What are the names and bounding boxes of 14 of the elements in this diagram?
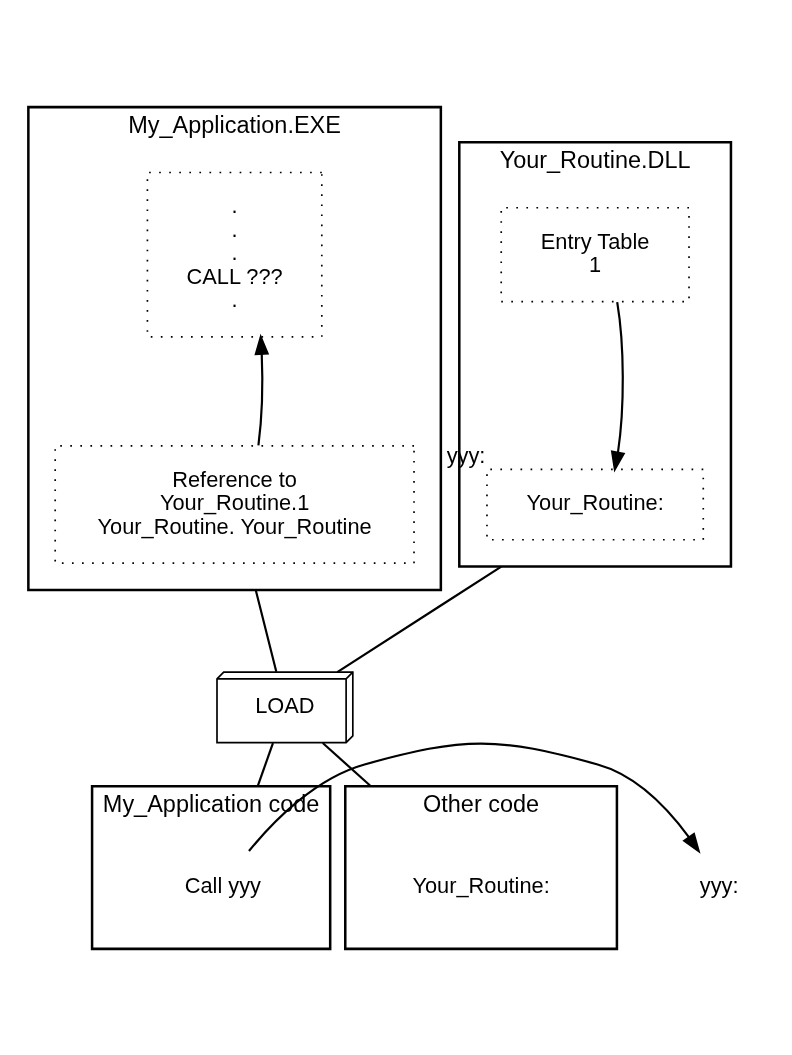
arrow — [248, 742, 701, 854]
arrow — [610, 301, 626, 472]
node-text: yyy: — [699, 872, 739, 898]
node-box: Reference to Your_Routine.1 Your_Routine. Your_Routine — [54, 444, 415, 564]
node-box: . . . CALL ??? . — [146, 171, 323, 338]
arrow — [254, 333, 270, 445]
connector — [336, 565, 502, 673]
connector — [322, 741, 372, 787]
connector — [254, 589, 278, 672]
connector — [256, 742, 274, 787]
node-text: Your_Routine: — [412, 872, 550, 898]
node-box: Your_Routine: — [486, 467, 705, 541]
node-box: Entry Table 1 — [500, 206, 690, 302]
node-text: Call yyy — [184, 872, 261, 898]
